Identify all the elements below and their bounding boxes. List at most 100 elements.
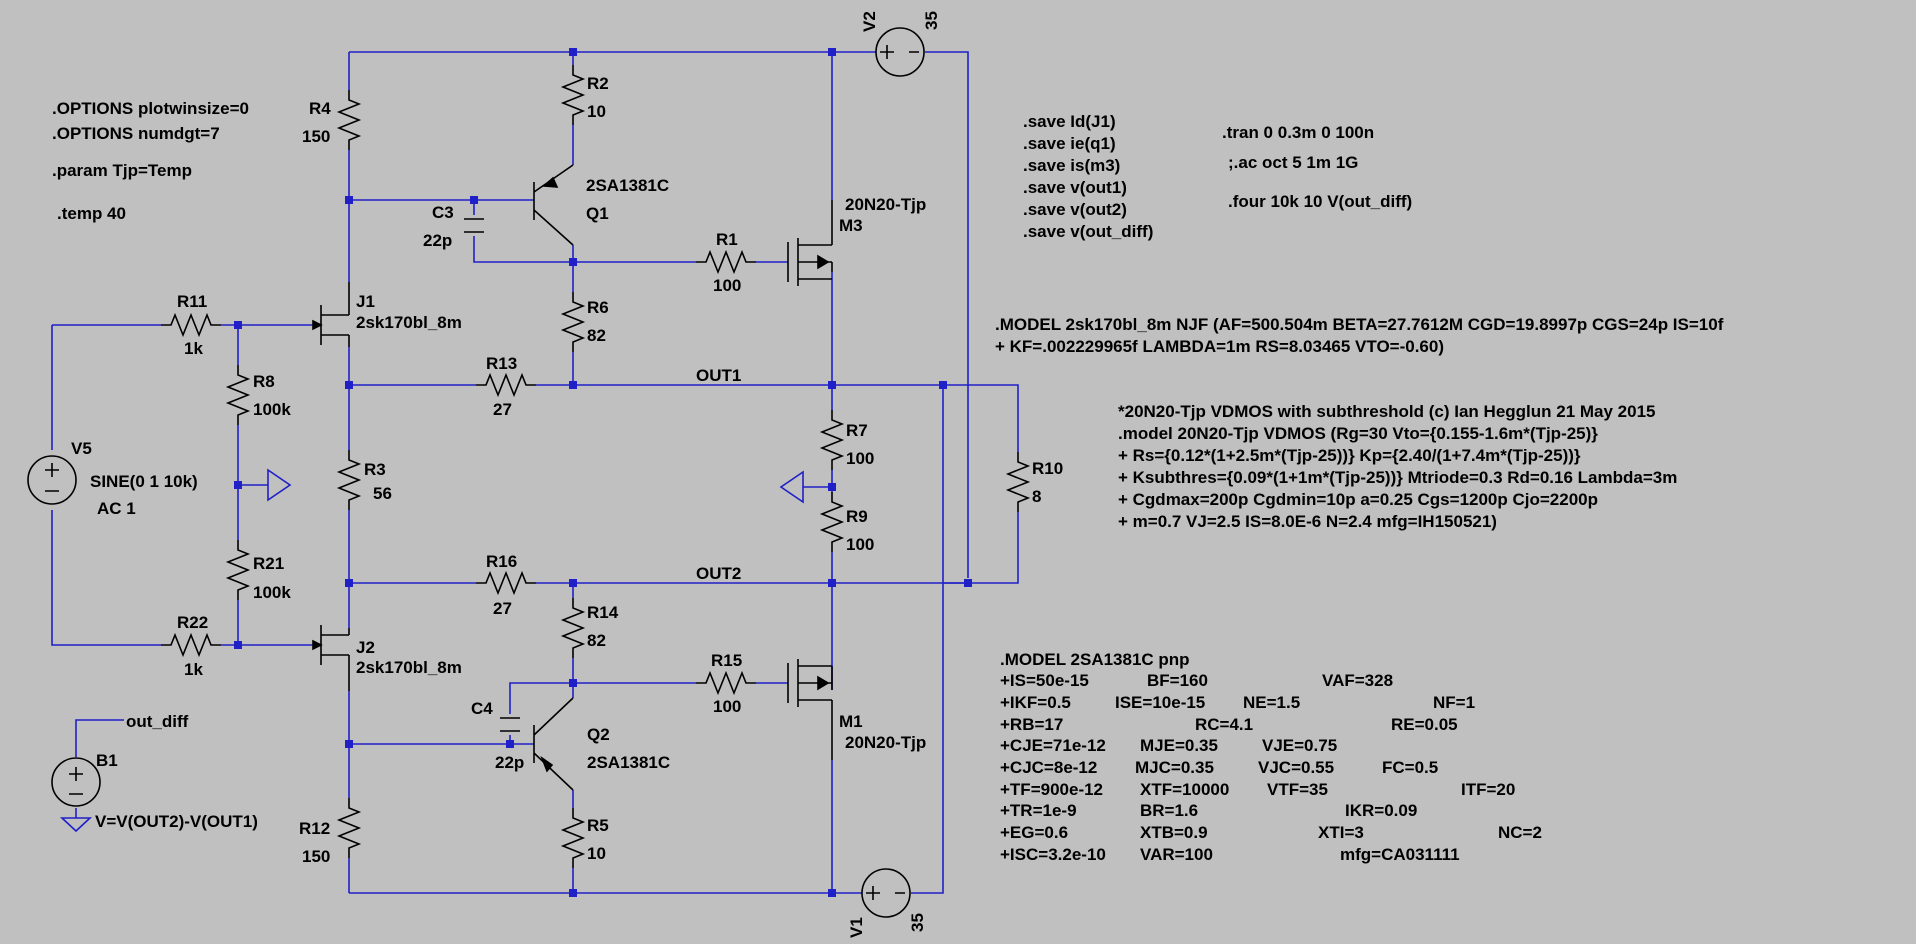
label-net-out2: OUT2 (696, 564, 741, 583)
resistor-r7[interactable] (819, 410, 845, 470)
pnp-param: +TR=1e-9 (1000, 801, 1077, 820)
directive-temp[interactable]: .temp 40 (57, 204, 126, 223)
resistor-r5[interactable] (560, 808, 586, 868)
ground-icon (267, 468, 292, 502)
label-r16-value: 27 (493, 599, 512, 618)
resistor-r16[interactable] (476, 570, 536, 596)
resistor-r6[interactable] (560, 292, 586, 352)
jfet-j1[interactable] (312, 282, 350, 347)
label-r3-value: 56 (373, 484, 392, 503)
label-c4-ref: C4 (471, 699, 493, 718)
directive-vdmos-model[interactable]: + Rs={0.12*(1+2.5m*(Tjp-25))} Kp={2.40/(… (1118, 446, 1581, 465)
pnp-param: +CJE=71e-12 (1000, 736, 1106, 755)
resistor-r22[interactable] (161, 632, 221, 658)
label-b1-value: V=V(OUT2)-V(OUT1) (95, 812, 258, 831)
resistor-r4[interactable] (336, 90, 362, 150)
label-v5-ac: AC 1 (97, 499, 136, 518)
pnp-param: BR=1.6 (1140, 801, 1198, 820)
label-v5-value: SINE(0 1 10k) (90, 472, 198, 491)
pnp-param: NC=2 (1498, 823, 1542, 842)
label-net-out-diff: out_diff (126, 712, 189, 731)
label-r4-value: 150 (302, 127, 330, 146)
resistor-r2[interactable] (560, 65, 586, 125)
directive-ac[interactable]: ;.ac oct 5 1m 1G (1228, 153, 1358, 172)
directive-options-numdgt[interactable]: .OPTIONS numdgt=7 (52, 124, 220, 143)
transistor-q2[interactable] (533, 697, 574, 791)
component-labels: R4 150 R2 10 V2 35 2SA1381C Q1 C3 22p 20… (71, 11, 1063, 938)
label-r8-value: 100k (253, 400, 291, 419)
label-r8-ref: R8 (253, 372, 275, 391)
directive-save[interactable]: .save v(out2) (1023, 200, 1127, 219)
label-r7-value: 100 (846, 449, 874, 468)
label-r15-ref: R15 (711, 651, 742, 670)
label-m3-model: 20N20-Tjp (845, 195, 926, 214)
directive-tran[interactable]: .tran 0 0.3m 0 100n (1222, 123, 1374, 142)
directive-vdmos-model[interactable]: + Ksubthres={0.09*(1+1m*(Tjp-25))} Mtrio… (1118, 468, 1677, 487)
mosfet-m1[interactable] (787, 659, 833, 760)
label-r1-value: 100 (713, 276, 741, 295)
directive-save[interactable]: .save Id(J1) (1023, 112, 1116, 131)
directive-vdmos-model[interactable]: + Cgdmax=200p Cgdmin=10p a=0.25 Cgs=1200… (1118, 490, 1598, 509)
label-r1-ref: R1 (716, 230, 738, 249)
pnp-param: XTF=10000 (1140, 780, 1229, 799)
voltage-source-v1[interactable] (861, 868, 911, 918)
resistor-r15[interactable] (696, 670, 756, 696)
label-m1-model: 20N20-Tjp (845, 733, 926, 752)
capacitor-c3[interactable] (464, 218, 484, 233)
label-j1-ref: J1 (356, 292, 375, 311)
pnp-line: .MODEL 2SA1381C pnp (1000, 650, 1190, 669)
label-r22-ref: R22 (177, 613, 208, 632)
pnp-param: VTF=35 (1267, 780, 1328, 799)
resistor-r21[interactable] (225, 540, 251, 600)
resistor-r12[interactable] (336, 798, 362, 858)
jfet-j2[interactable] (312, 625, 350, 691)
directive-options-plotwinsize[interactable]: .OPTIONS plotwinsize=0 (52, 99, 249, 118)
voltage-source-v2[interactable] (875, 27, 925, 77)
label-m1-ref: M1 (839, 712, 863, 731)
resistor-r1[interactable] (696, 249, 756, 275)
pnp-param: +EG=0.6 (1000, 823, 1068, 842)
directive-save[interactable]: .save is(m3) (1023, 156, 1120, 175)
mosfet-m3[interactable] (787, 200, 833, 286)
behavioral-source-b1[interactable] (51, 757, 101, 807)
pnp-param: FC=0.5 (1382, 758, 1438, 777)
directive-vdmos-model[interactable]: *20N20-Tjp VDMOS with subthreshold (c) I… (1118, 402, 1656, 421)
label-m3-ref: M3 (839, 216, 863, 235)
pnp-param: +RB=17 (1000, 715, 1063, 734)
resistor-r8[interactable] (225, 365, 251, 425)
directive-jfet-model[interactable]: + KF=.002229965f LAMBDA=1m RS=8.03465 VT… (995, 337, 1444, 356)
resistor-r13[interactable] (476, 372, 536, 398)
resistor-r11[interactable] (161, 312, 221, 338)
directive-save[interactable]: .save ie(q1) (1023, 134, 1116, 153)
resistor-r9[interactable] (819, 492, 845, 552)
resistor-r10[interactable] (1005, 452, 1031, 512)
pnp-param: +CJC=8e-12 (1000, 758, 1097, 777)
resistor-r3[interactable] (336, 450, 362, 510)
pnp-param: VJE=0.75 (1262, 736, 1337, 755)
label-r11-ref: R11 (177, 292, 207, 311)
directive-vdmos-model[interactable]: + m=0.7 VJ=2.5 IS=8.0E-6 N=2.4 mfg=IH150… (1118, 512, 1497, 531)
label-v1-value: 35 (908, 913, 927, 932)
pnp-param: XTB=0.9 (1140, 823, 1208, 842)
directive-save[interactable]: .save v(out_diff) (1023, 222, 1153, 241)
capacitor-c4[interactable] (500, 717, 520, 732)
directive-vdmos-model[interactable]: .model 20N20-Tjp VDMOS (Rg=30 Vto={0.155… (1118, 424, 1598, 443)
resistor-r14[interactable] (560, 598, 586, 658)
label-r21-value: 100k (253, 583, 291, 602)
transistor-q1[interactable] (533, 164, 574, 246)
label-r7-ref: R7 (846, 421, 868, 440)
voltage-source-v5[interactable] (27, 455, 77, 505)
directive-jfet-model[interactable]: .MODEL 2sk170bl_8m NJF (AF=500.504m BETA… (995, 315, 1724, 334)
pnp-param: MJC=0.35 (1135, 758, 1214, 777)
pnp-param: NF=1 (1433, 693, 1475, 712)
label-r6-ref: R6 (587, 298, 609, 317)
label-r21-ref: R21 (253, 554, 284, 573)
label-q1-model: 2SA1381C (586, 176, 669, 195)
directive-save[interactable]: .save v(out1) (1023, 178, 1127, 197)
directive-four[interactable]: .four 10k 10 V(out_diff) (1228, 192, 1412, 211)
pnp-param: NE=1.5 (1243, 693, 1300, 712)
directive-param[interactable]: .param Tjp=Temp (52, 161, 192, 180)
directive-pnp-model[interactable]: .MODEL 2SA1381C pnp +IS=50e-15 BF=160 VA… (1000, 650, 1542, 864)
label-v2-value: 35 (922, 11, 941, 30)
